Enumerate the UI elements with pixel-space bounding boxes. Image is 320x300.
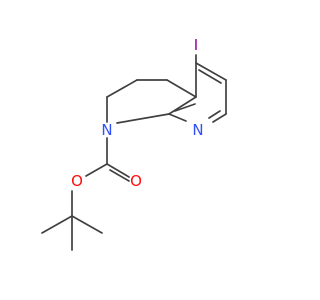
bond-tbutyl-me1 [41,215,73,234]
bond-c8a-c4a-double [174,103,196,112]
bond-c5-c6-double [198,69,222,84]
bond-c5-c6 [195,62,227,81]
bond-c4a-c4 [166,79,197,98]
bond-n8-c8a [168,113,187,122]
molecule-structure: I N N O O [41,36,227,251]
atom-ring-nitrogen: N [192,121,203,139]
bond-n1-c8a [116,113,170,124]
atom-ester-oxygen: O [71,172,83,190]
atom-iodine: I [194,36,198,54]
bond-c8a-c4a [168,96,197,115]
atom-amide-nitrogen: N [101,121,112,139]
bond-tbutyl-me2 [71,215,103,234]
bond-c7-n8 [212,113,227,123]
atom-carbonyl-oxygen: O [130,172,142,190]
bond-c3-c2 [106,79,138,98]
bond-carbonyl-o-double-b [109,169,130,182]
bond-carbonyl-o-double-a [106,163,130,178]
bond-c7-n8-double [208,110,221,119]
bond-carbonyl-o-ester [85,163,108,177]
